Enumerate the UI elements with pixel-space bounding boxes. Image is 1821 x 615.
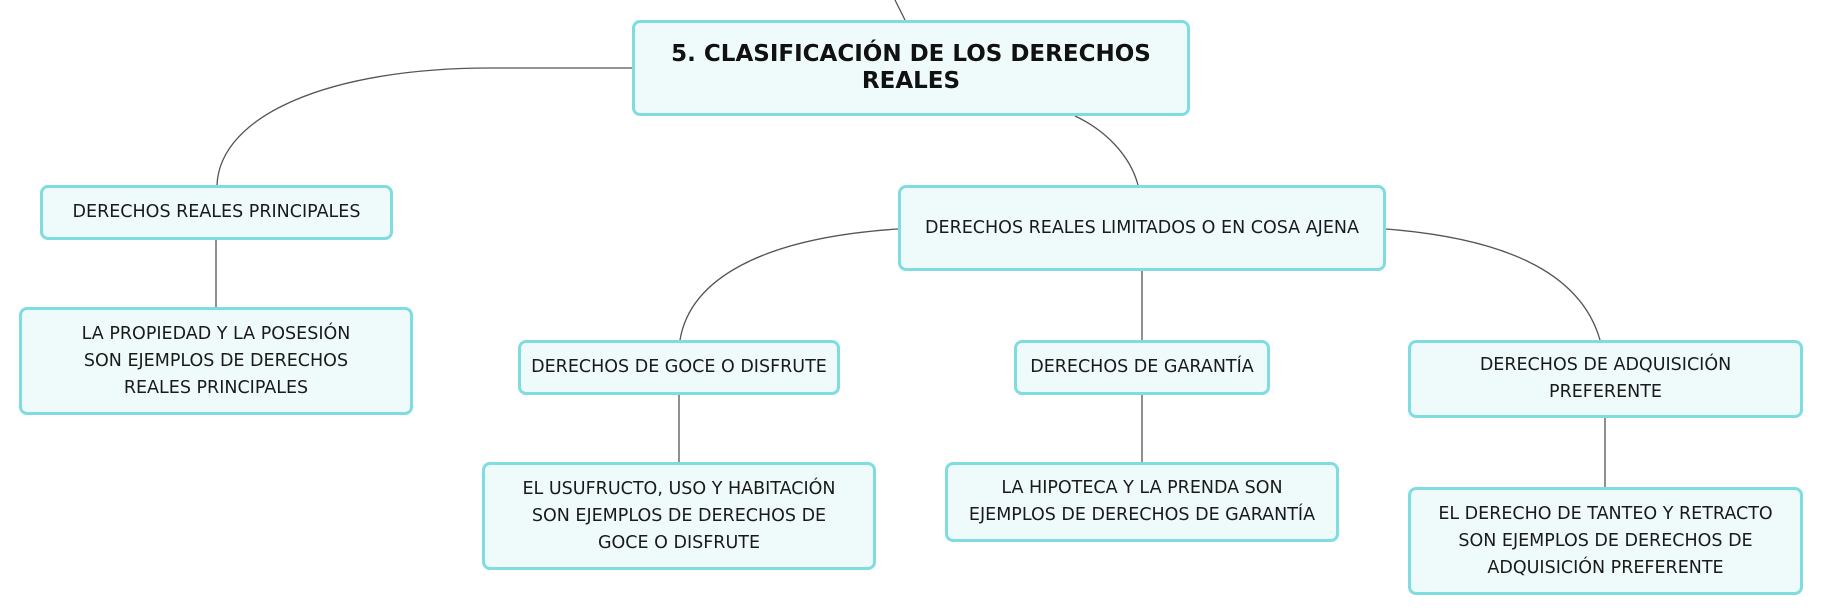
connector-parent-to-root xyxy=(894,0,906,21)
subtopic-derechos-de-garantia[interactable]: DERECHOS DE GARANTÍA xyxy=(1014,340,1270,395)
topic-label: DERECHOS REALES LIMITADOS O EN COSA AJEN… xyxy=(925,217,1359,238)
connector-root-to-limitados xyxy=(1074,115,1139,186)
example-label: EL USUFRUCTO, USO Y HABITACIÓN SON EJEMP… xyxy=(522,478,836,553)
subtopic-label: DERECHOS DE ADQUISICIÓN PREFERENTE xyxy=(1479,355,1732,402)
example-derechos-de-garantia[interactable]: LA HIPOTECA Y LA PRENDA SON EJEMPLOS DE … xyxy=(945,462,1339,542)
subtopic-label: DERECHOS DE GOCE O DISFRUTE xyxy=(531,357,827,377)
subtopic-derechos-de-adquisicion[interactable]: DERECHOS DE ADQUISICIÓN PREFERENTE xyxy=(1408,340,1803,418)
example-label: LA HIPOTECA Y LA PRENDA SON EJEMPLOS DE … xyxy=(968,478,1316,525)
connector-limitados-to-goce xyxy=(679,228,899,341)
example-label: LA PROPIEDAD Y LA POSESIÓN SON EJEMPLOS … xyxy=(81,323,351,398)
topic-derechos-reales-principales[interactable]: DERECHOS REALES PRINCIPALES xyxy=(40,185,393,240)
root-topic-label: 5. CLASIFICACIÓN DE LOS DERECHOS REALES xyxy=(671,41,1151,94)
subtopic-derechos-de-goce[interactable]: DERECHOS DE GOCE O DISFRUTE xyxy=(518,340,840,395)
topic-derechos-reales-limitados[interactable]: DERECHOS REALES LIMITADOS O EN COSA AJEN… xyxy=(898,185,1386,271)
topic-label: DERECHOS REALES PRINCIPALES xyxy=(72,202,361,222)
root-topic[interactable]: 5. CLASIFICACIÓN DE LOS DERECHOS REALES xyxy=(632,20,1190,116)
connector-root-to-principales xyxy=(216,67,632,186)
subtopic-label: DERECHOS DE GARANTÍA xyxy=(1030,357,1254,377)
example-derechos-de-adquisicion[interactable]: EL DERECHO DE TANTEO Y RETRACTO SON EJEM… xyxy=(1408,487,1803,595)
connector-limitados-to-adquisicion xyxy=(1385,228,1601,341)
example-derechos-de-goce[interactable]: EL USUFRUCTO, USO Y HABITACIÓN SON EJEMP… xyxy=(482,462,876,570)
example-derechos-reales-principales[interactable]: LA PROPIEDAD Y LA POSESIÓN SON EJEMPLOS … xyxy=(19,307,413,415)
example-label: EL DERECHO DE TANTEO Y RETRACTO SON EJEM… xyxy=(1438,503,1773,578)
